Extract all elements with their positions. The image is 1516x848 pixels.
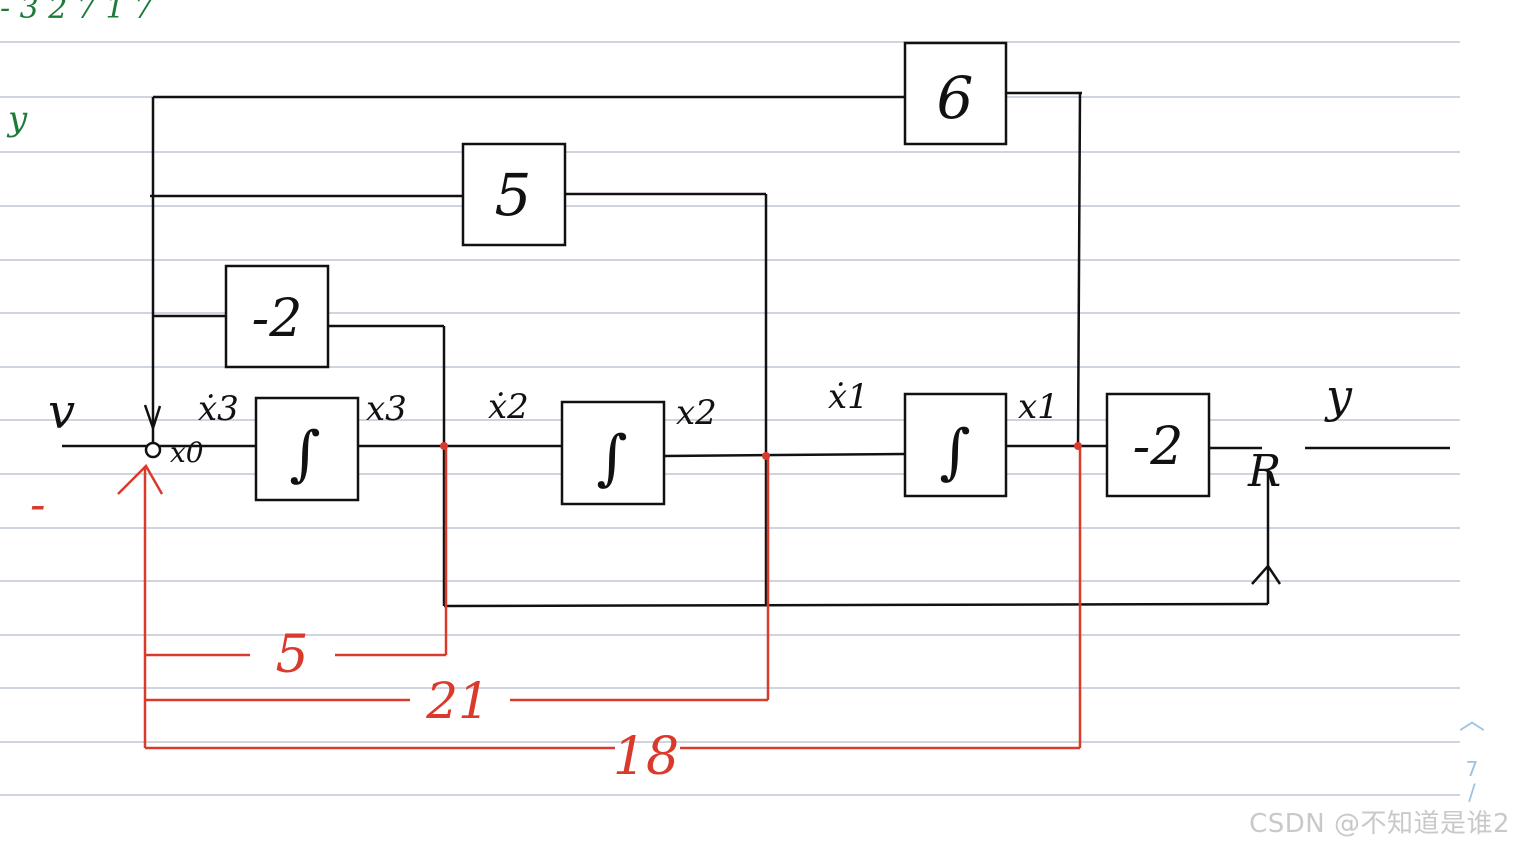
- label-x1dot: ẋ1: [828, 377, 869, 417]
- note-line-1: - 3 2 7 1 7: [0, 0, 154, 26]
- forward-wiring: [62, 91, 1450, 608]
- page-divider-icon: /: [1468, 781, 1476, 806]
- integrator-block-1-label: ∫: [289, 419, 320, 489]
- page-navigator[interactable]: ︿ 7 /: [1458, 700, 1486, 820]
- output-gain-block-minus2-label: -2: [1133, 417, 1184, 477]
- feedback-minus-sign: -: [30, 477, 46, 531]
- label-x2: x2: [676, 393, 717, 433]
- integrator-block-1: ∫: [254, 396, 360, 502]
- integrator-block-2: ∫: [560, 400, 666, 506]
- label-x3dot: ẋ3: [198, 389, 239, 429]
- gain-block-6-label: 6: [937, 64, 974, 132]
- label-summing-R: R: [1247, 446, 1281, 497]
- label-input-v: v: [48, 384, 75, 440]
- page-number: 7: [1465, 757, 1479, 781]
- feedback-gain-5: 5: [275, 625, 308, 685]
- label-output-y: y: [1324, 369, 1353, 423]
- integrator-block-3-label: ∫: [939, 417, 970, 487]
- feedback-gain-21: 21: [425, 672, 490, 730]
- feedback-wiring: [117, 446, 1082, 750]
- output-gain-block-minus2: -2: [1105, 392, 1211, 498]
- label-x1: x1: [1018, 387, 1059, 427]
- label-x3: x3: [366, 389, 407, 429]
- page-up-icon[interactable]: ︿: [1458, 706, 1485, 736]
- label-x30: x0: [170, 436, 204, 469]
- gain-block-5-label: 5: [495, 161, 532, 229]
- input-summing-junction: [144, 441, 162, 459]
- gain-block-6: 6: [903, 41, 1008, 146]
- gain-block-minus2-top: -2: [224, 264, 330, 369]
- watermark: CSDN @不知道是谁2: [1249, 809, 1510, 839]
- gain-block-5: 5: [461, 142, 567, 247]
- feedback-gain-18: 18: [613, 727, 679, 787]
- integrator-block-3: ∫: [903, 392, 1008, 498]
- gain-block-minus2-top-label: -2: [252, 289, 303, 349]
- integrator-block-2-label: ∫: [596, 423, 627, 493]
- label-x2dot: ẋ2: [488, 387, 529, 427]
- note-line-2: y: [6, 99, 28, 139]
